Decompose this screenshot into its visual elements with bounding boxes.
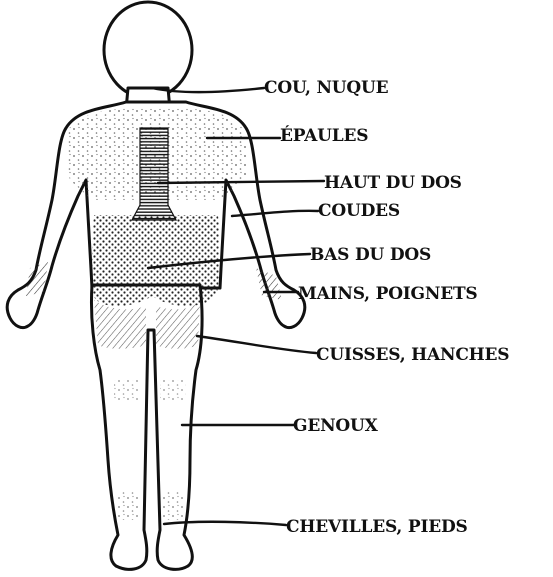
human-figure bbox=[7, 2, 305, 569]
label-hands-wrists: MAINS, POIGNETS bbox=[298, 284, 478, 304]
head bbox=[104, 2, 192, 98]
label-knees: GENOUX bbox=[293, 416, 379, 436]
label-shoulders: ÉPAULES bbox=[280, 125, 368, 146]
lower-back-shading bbox=[92, 215, 220, 306]
label-elbows: COUDES bbox=[318, 201, 400, 221]
ankle-speckle bbox=[118, 490, 184, 520]
leader-thighs bbox=[197, 336, 316, 353]
label-lower-back: BAS DU DOS bbox=[310, 245, 431, 265]
knee-speckle bbox=[114, 380, 186, 400]
label-ankles-feet: CHEVILLES, PIEDS bbox=[286, 517, 468, 537]
label-thighs-hips: CUISSES, HANCHES bbox=[316, 345, 509, 365]
label-neck: COU, NUQUE bbox=[264, 78, 389, 98]
label-upper-back: HAUT DU DOS bbox=[324, 173, 462, 193]
